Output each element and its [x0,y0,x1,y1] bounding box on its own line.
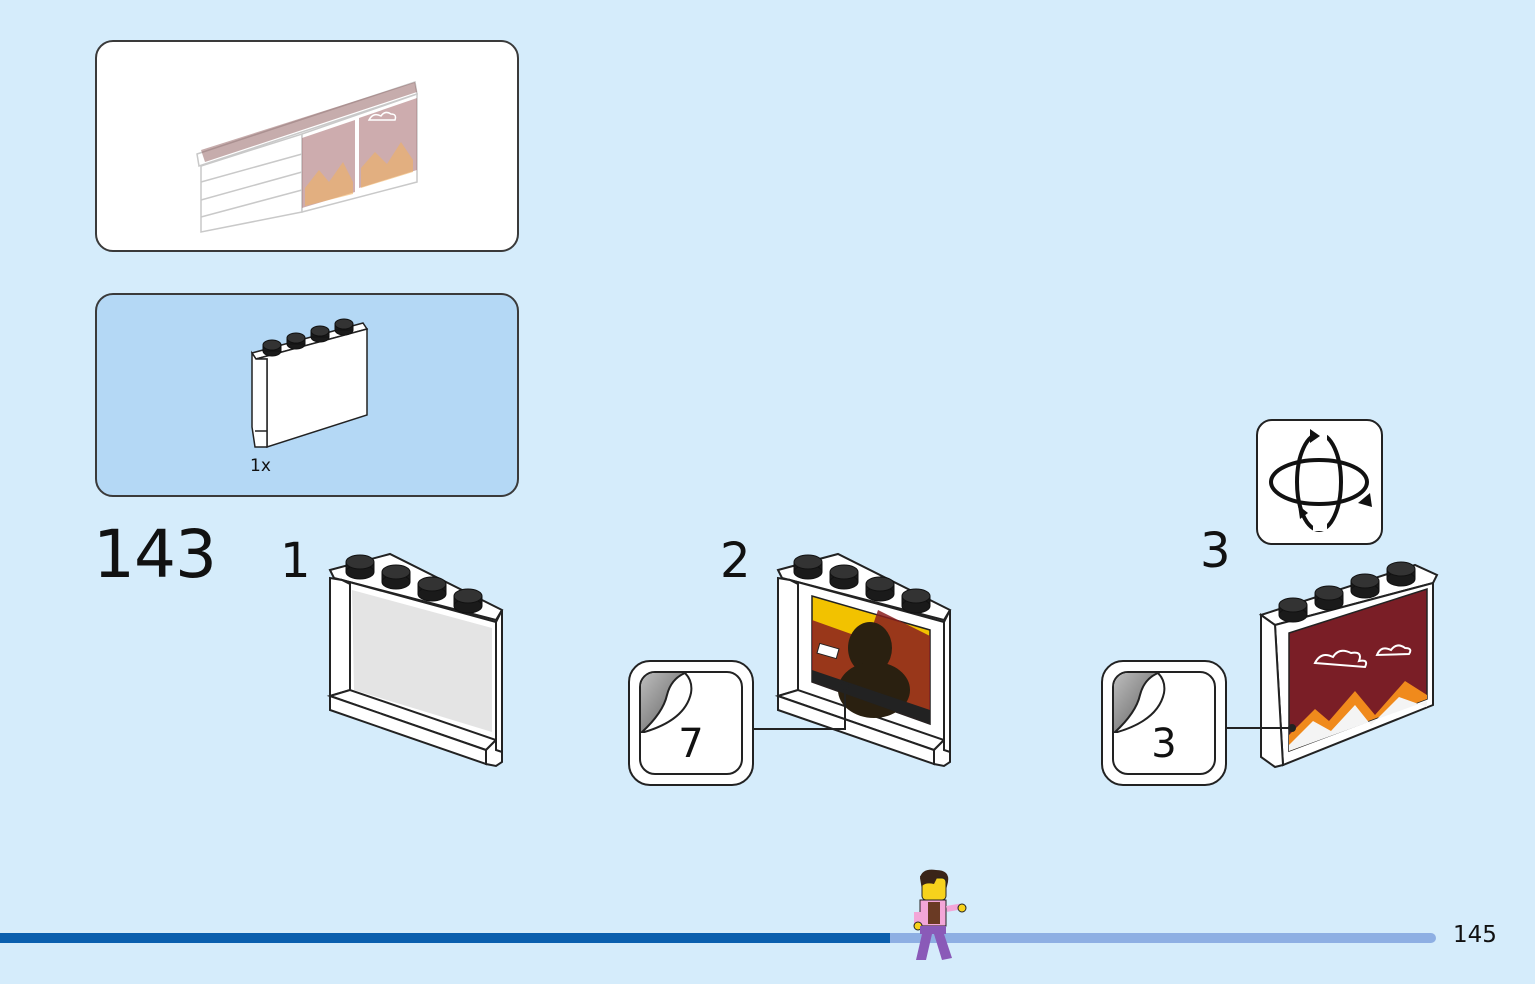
white-panel-part-icon [250,318,369,449]
parts-list-panel [95,293,519,497]
sticker-callout-7: 7 [628,660,754,786]
step-number: 143 [93,516,217,593]
sticker-sheet-icon: 3 [1112,671,1216,775]
context-model-illustration [196,81,418,233]
substep-number-1: 1 [280,533,311,589]
sticker-sheet-icon: 7 [639,671,743,775]
substep-number-3: 3 [1200,523,1231,579]
sticker-callout-3: 3 [1101,660,1227,786]
substep-1-blank-panel [326,552,504,768]
progress-fill [0,933,890,943]
substep-3-panel-with-sticker [1258,561,1439,769]
page-number: 145 [1453,922,1497,948]
minifigure-progress-marker [913,869,967,960]
substep-2-panel-with-sticker [774,552,952,768]
rotate-model-icon [1256,419,1383,545]
context-model-panel [95,40,519,252]
substep-number-2: 2 [720,533,751,589]
part-quantity-label: 1x [250,456,271,476]
sticker-number: 3 [1151,721,1177,767]
sticker-number: 7 [678,721,704,767]
